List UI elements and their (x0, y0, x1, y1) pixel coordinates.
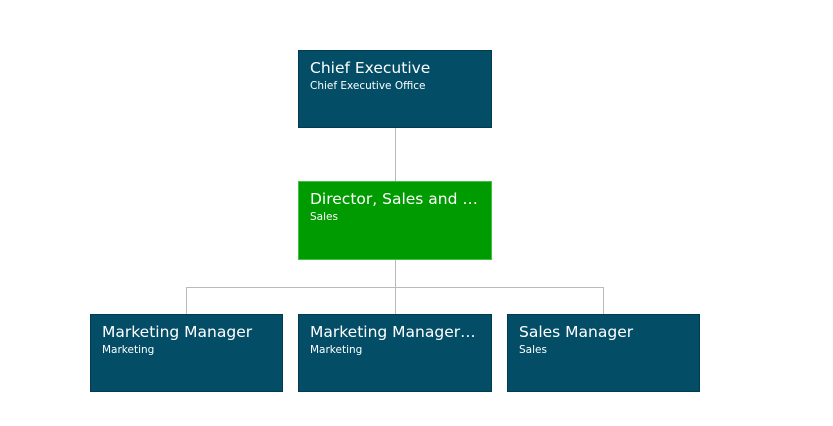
org-node-sales-manager[interactable]: Sales Manager Sales (507, 314, 700, 392)
org-node-title: Sales Manager (519, 323, 634, 341)
org-node-department: Sales (519, 344, 547, 356)
org-node-marketing-manager[interactable]: Marketing Manager Marketing (90, 314, 283, 392)
connector-director-down (395, 260, 396, 287)
org-node-department: Marketing (310, 344, 363, 356)
connector-root-to-director (395, 128, 396, 181)
connector-to-marketing-manager (186, 287, 187, 314)
org-node-title: Chief Executive (310, 59, 431, 77)
connector-to-marketing-manager-f (395, 287, 396, 314)
org-node-department: Chief Executive Office (310, 80, 426, 92)
connector-to-sales-manager (603, 287, 604, 314)
org-node-title: Director, Sales and Ma... (310, 190, 480, 208)
org-node-department: Marketing (102, 344, 155, 356)
org-node-chief-executive[interactable]: Chief Executive Chief Executive Office (298, 50, 492, 128)
org-node-director-sales-marketing[interactable]: Director, Sales and Ma... Sales (298, 181, 492, 260)
org-node-title: Marketing Manager (102, 323, 253, 341)
org-node-title: Marketing Manager (F... (310, 323, 480, 341)
org-node-department: Sales (310, 211, 338, 223)
org-node-marketing-manager-f[interactable]: Marketing Manager (F... Marketing (298, 314, 492, 392)
